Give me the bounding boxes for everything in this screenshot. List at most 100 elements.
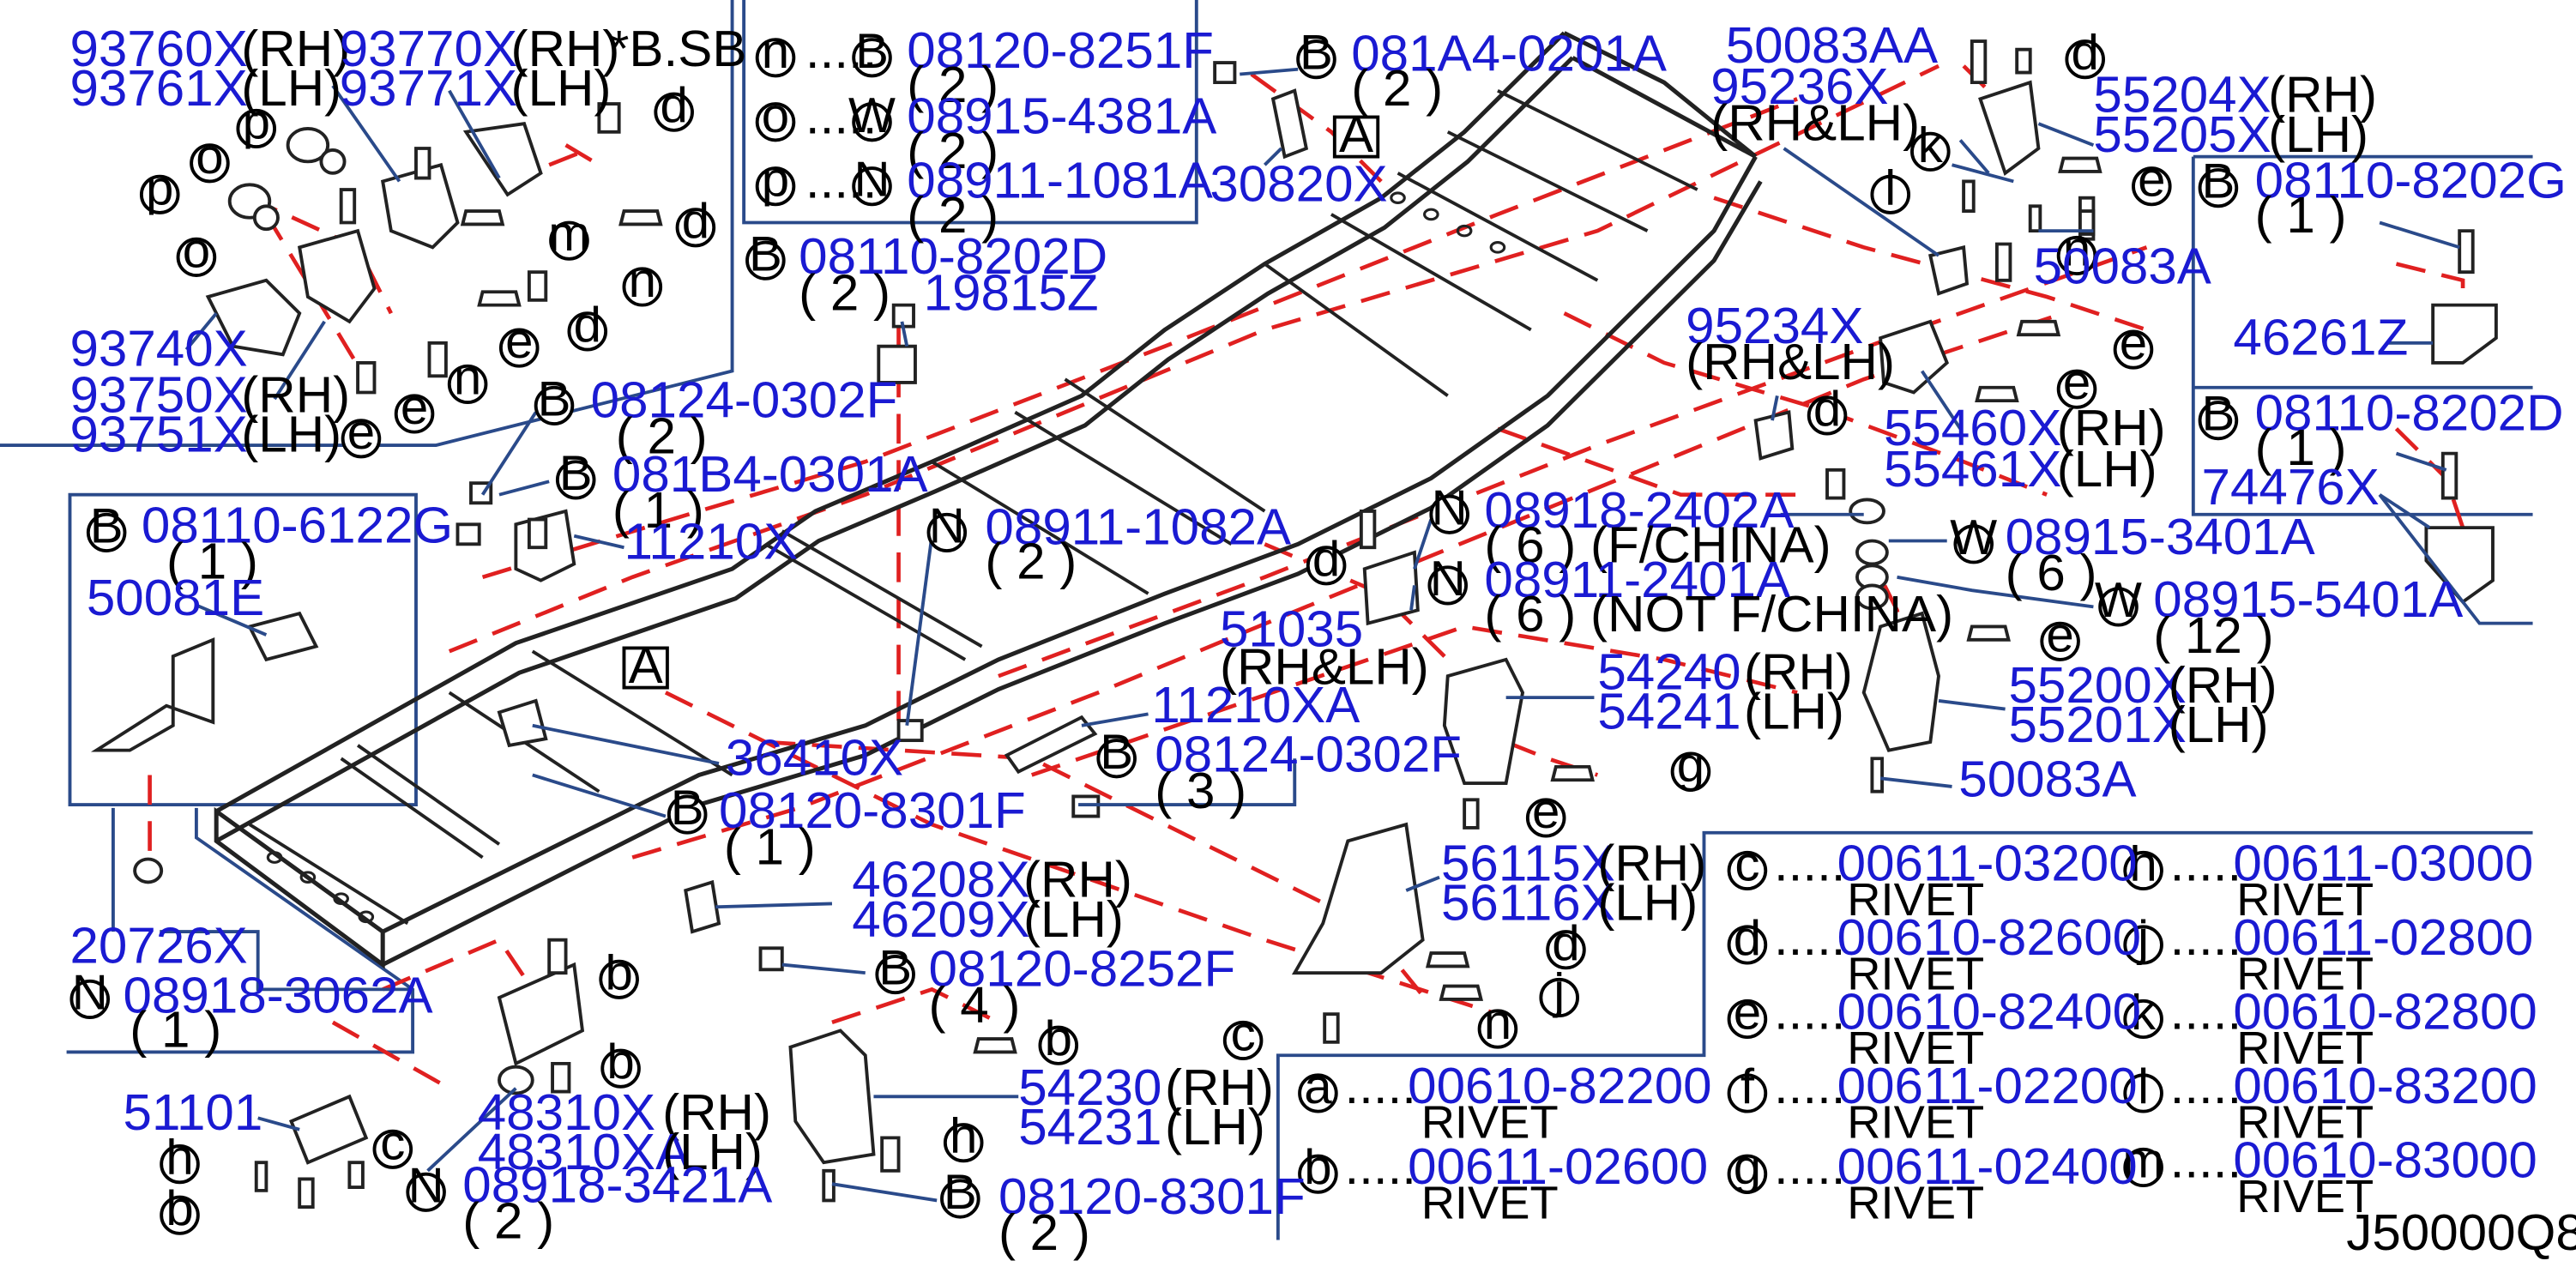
callout-letter: p bbox=[243, 95, 270, 150]
hardware-dots: ..... bbox=[805, 21, 878, 79]
rivet-name: RIVET bbox=[2236, 874, 2374, 926]
chassis-frame bbox=[214, 31, 1763, 969]
part-number: 08915-4381A bbox=[907, 87, 1216, 145]
callout-circle bbox=[745, 240, 786, 281]
rivet-dots: ..... bbox=[1774, 908, 1846, 966]
side-label: (RH) bbox=[2057, 399, 2166, 456]
part-number: 08120-8252F bbox=[928, 940, 1235, 998]
rivet-letter: c bbox=[1734, 837, 1759, 892]
callout-letter: d bbox=[1552, 916, 1579, 971]
callout-letter: e bbox=[2063, 355, 2090, 410]
callout-letter: h bbox=[166, 1131, 193, 1186]
callout-letter: e bbox=[2046, 608, 2073, 663]
callout-circle bbox=[667, 794, 708, 835]
side-label: (RH) bbox=[1023, 851, 1132, 908]
side-label: (RH) bbox=[1597, 835, 1706, 892]
part-number: 56115X bbox=[1441, 835, 1615, 892]
rivet-name: RIVET bbox=[2236, 1171, 2374, 1222]
part-number: 08911-2401A bbox=[1484, 551, 1790, 608]
callout-letter: B bbox=[749, 226, 782, 281]
callout-circle bbox=[755, 38, 796, 78]
rivet-letter: m bbox=[2122, 1134, 2163, 1189]
quantity: ( 6 ) (NOT F/CHINA) bbox=[1484, 585, 1953, 643]
rivet-part: 00611-03000 bbox=[2233, 835, 2533, 892]
callout-circle bbox=[394, 394, 435, 434]
callout-circle bbox=[69, 979, 111, 1019]
callout-circle bbox=[1546, 930, 1586, 970]
rivet-part: 00611-02800 bbox=[2233, 908, 2533, 966]
part-number: 55460X bbox=[1884, 399, 2061, 456]
callout-circle bbox=[2056, 369, 2097, 409]
part-number: 08915-3401A bbox=[2006, 508, 2315, 565]
rivet-letter-circle bbox=[2123, 925, 2163, 965]
quantity: ( 12 ) bbox=[2153, 606, 2273, 664]
callout-letter: b bbox=[605, 946, 632, 1001]
callout-circle bbox=[622, 267, 663, 307]
rivet-letter-circle bbox=[1298, 1073, 1338, 1113]
callout-letter: e bbox=[347, 405, 375, 460]
part-number: 08110-8202D bbox=[799, 227, 1107, 285]
callout-circle bbox=[86, 512, 127, 552]
callout-circle bbox=[940, 1179, 980, 1219]
callout-letter: o bbox=[183, 224, 210, 279]
callout-circle bbox=[1525, 798, 1566, 838]
callout-letter: o bbox=[762, 88, 789, 143]
callout-letter: B bbox=[878, 941, 912, 996]
callout-circle bbox=[372, 1129, 413, 1169]
part-number: 93751X bbox=[69, 406, 247, 463]
rivet-dots: ..... bbox=[1344, 1057, 1416, 1114]
part-number: 08911-1081A bbox=[907, 152, 1213, 209]
part-number: 46208X bbox=[852, 851, 1029, 908]
callout-letter: W bbox=[848, 88, 896, 143]
callout-circle bbox=[1096, 739, 1137, 779]
quantity: ( 1 ) bbox=[130, 1001, 221, 1059]
callout-letter: d bbox=[682, 194, 709, 249]
callout-letter: B bbox=[1300, 26, 1333, 81]
part-number: 95234X bbox=[1686, 297, 1863, 354]
rivet-part: 00610-83200 bbox=[2233, 1057, 2537, 1114]
callout-circle bbox=[599, 959, 639, 999]
side-label: (LH) bbox=[511, 59, 612, 117]
side-label: (LH) bbox=[2057, 440, 2157, 498]
callout-letter: B bbox=[538, 372, 571, 427]
side-label: (LH) bbox=[1023, 890, 1124, 948]
side-label: (LH) bbox=[241, 59, 341, 117]
side-label: (LH) bbox=[1597, 874, 1698, 932]
callout-circle bbox=[1477, 1009, 1518, 1049]
callout-circle bbox=[160, 1144, 200, 1185]
callout-letter: N bbox=[1430, 552, 1466, 606]
quantity: ( 1 ) bbox=[2255, 419, 2347, 476]
callout-circle bbox=[447, 364, 488, 404]
part-number: 11210X bbox=[624, 513, 798, 570]
part-number: 74476X bbox=[2202, 458, 2380, 516]
quantity: ( 2 ) bbox=[1351, 59, 1443, 117]
rivet-letter-circle bbox=[1727, 925, 1768, 965]
side-label: (RH) bbox=[241, 366, 350, 424]
rivet-name: RIVET bbox=[1847, 1178, 1984, 1229]
reference-marker-a: A A bbox=[622, 106, 1380, 694]
callout-circle bbox=[2198, 168, 2239, 208]
part-number: 56116X bbox=[1441, 874, 1615, 932]
callout-letter: h bbox=[950, 1109, 977, 1164]
side-label: (RH) bbox=[662, 1083, 771, 1141]
rivet-name: RIVET bbox=[1847, 1097, 1984, 1149]
quantity: ( 1 ) bbox=[724, 818, 816, 876]
part-number: 93771X bbox=[340, 59, 517, 117]
callout-circle bbox=[2198, 401, 2239, 441]
callout-letter: d bbox=[660, 78, 687, 133]
part-number: 08120-8251F bbox=[907, 21, 1214, 79]
ref-a-1: A bbox=[1339, 106, 1373, 163]
rivet-dots: ..... bbox=[1774, 835, 1846, 892]
callout-letter: n bbox=[454, 351, 481, 406]
callout-circle bbox=[406, 1172, 446, 1212]
callout-letter: e bbox=[2138, 153, 2165, 208]
rivet-letter: e bbox=[1734, 986, 1761, 1041]
hardware-dots: ..... bbox=[805, 152, 878, 209]
part-number: 08110-8202D bbox=[2255, 384, 2564, 442]
ref-a-2: A bbox=[629, 636, 663, 694]
rivet-dots: ..... bbox=[1344, 1137, 1416, 1195]
callout-circle bbox=[555, 460, 596, 500]
part-number: 55200X bbox=[2008, 656, 2186, 714]
callout-circle bbox=[852, 166, 892, 207]
callout-circle bbox=[176, 237, 217, 277]
